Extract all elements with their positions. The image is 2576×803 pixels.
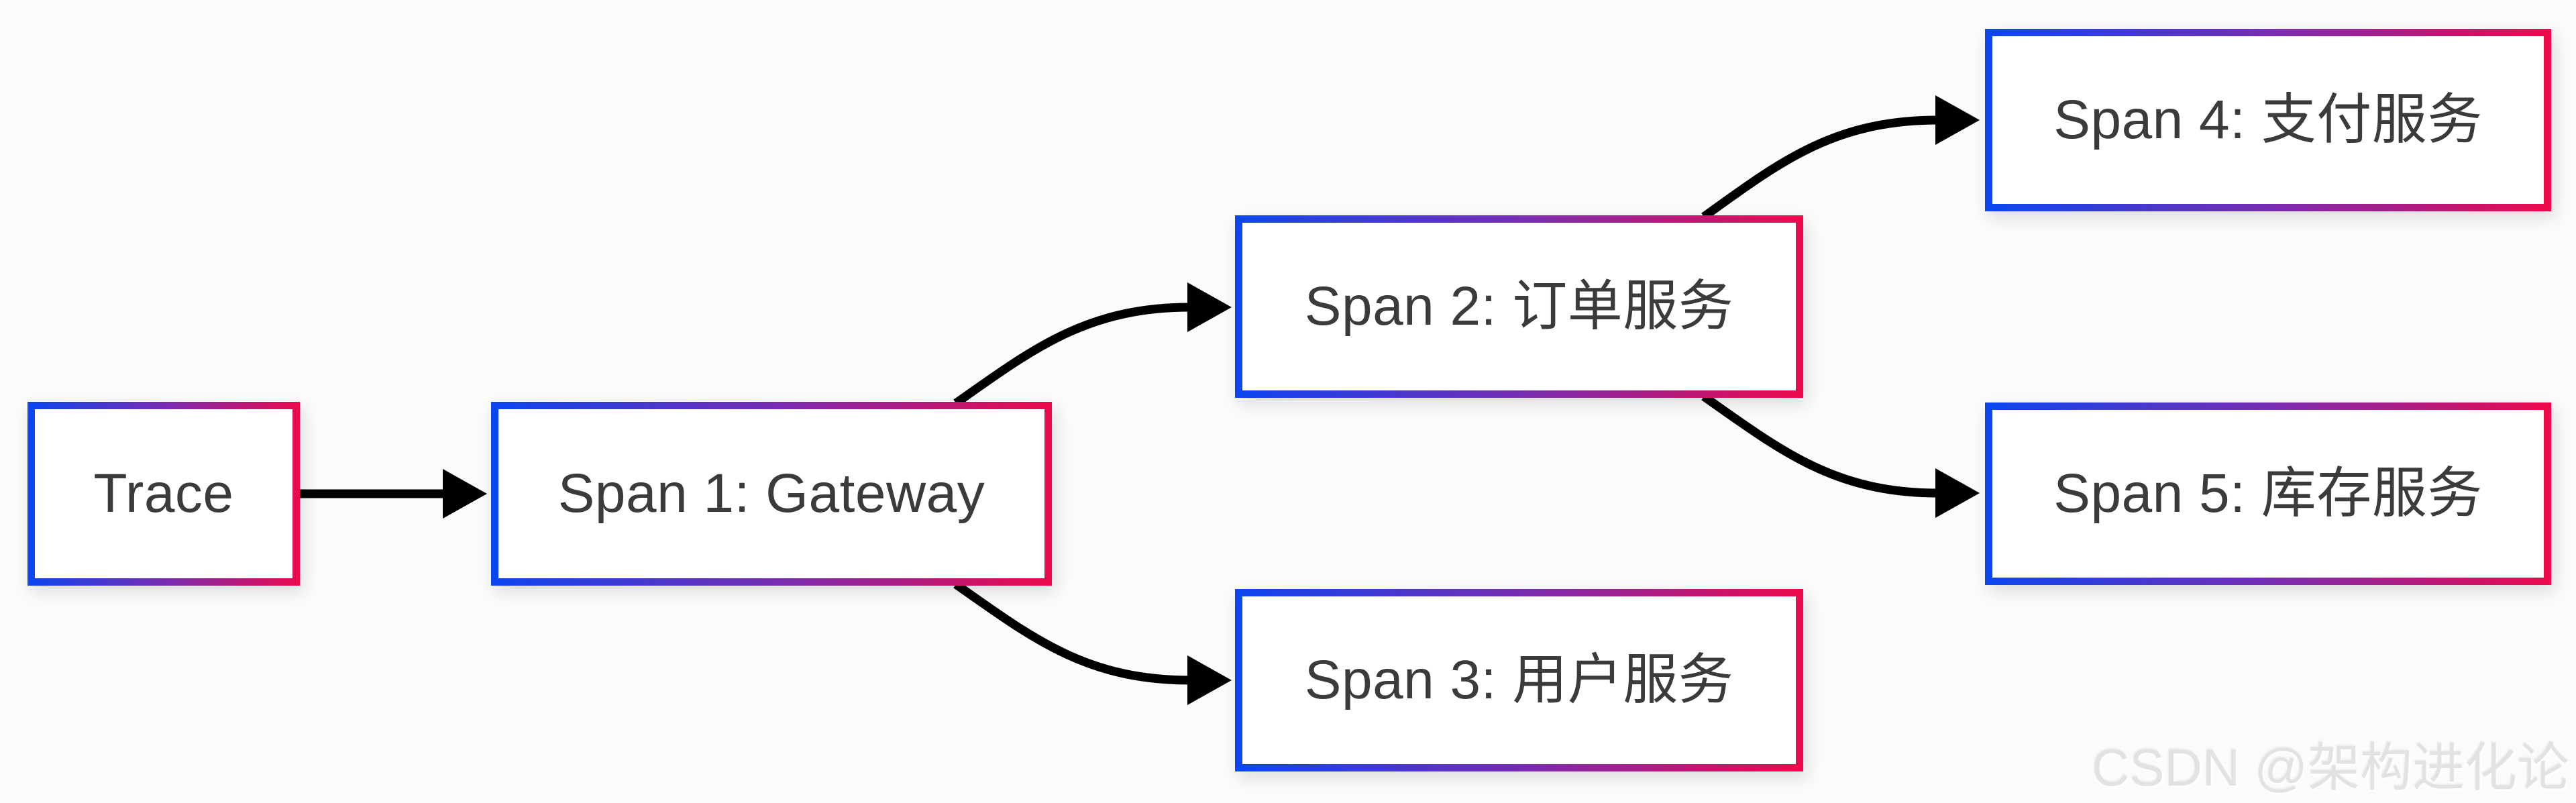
node-span5-label: Span 5: 库存服务 — [2053, 462, 2483, 524]
arrowhead-icon — [443, 469, 487, 519]
csdn-watermark: CSDN @架构进化论 — [2092, 738, 2569, 797]
node-span3-label: Span 3: 用户服务 — [1304, 649, 1734, 710]
edge-trace-to-span1 — [300, 469, 487, 519]
node-span4-payment-service: Span 4: 支付服务 — [1985, 29, 2551, 211]
node-span2-label: Span 2: 订单服务 — [1304, 275, 1734, 337]
edge-span1-to-span2 — [953, 282, 1232, 407]
node-span1-label: Span 1: Gateway — [557, 462, 985, 524]
node-span3-user-service: Span 3: 用户服务 — [1235, 589, 1803, 771]
arrowhead-icon — [1935, 468, 1980, 518]
node-span5-fill: Span 5: 库存服务 — [1992, 410, 2544, 578]
edge-span1-to-span3 — [953, 580, 1232, 705]
arrowhead-icon — [1935, 95, 1980, 145]
node-trace-label: Trace — [93, 462, 234, 524]
edge-span2-to-span5 — [1701, 392, 1980, 518]
node-span2-order-service: Span 2: 订单服务 — [1235, 215, 1803, 398]
node-span1-fill: Span 1: Gateway — [498, 409, 1044, 578]
edge-span2-to-span4 — [1701, 95, 1980, 221]
arrowhead-icon — [1187, 282, 1232, 332]
node-span4-label: Span 4: 支付服务 — [2053, 89, 2483, 150]
node-span4-fill: Span 4: 支付服务 — [1992, 36, 2544, 204]
node-span2-fill: Span 2: 订单服务 — [1242, 223, 1796, 390]
node-trace: Trace — [28, 402, 300, 586]
node-span1-gateway: Span 1: Gateway — [491, 402, 1052, 586]
node-span5-inventory-service: Span 5: 库存服务 — [1985, 403, 2551, 585]
arrowhead-icon — [1187, 655, 1232, 705]
node-span3-fill: Span 3: 用户服务 — [1242, 596, 1796, 764]
node-trace-fill: Trace — [35, 409, 292, 578]
